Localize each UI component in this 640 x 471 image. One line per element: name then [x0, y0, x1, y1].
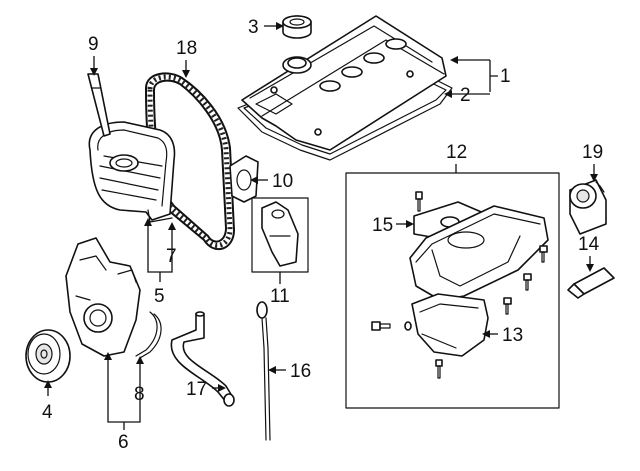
tensioner-box: [251, 197, 309, 273]
bolt: [539, 245, 548, 263]
callout-1: 1: [500, 66, 511, 87]
crankshaft-pulley: [25, 329, 71, 383]
leader-lines: [44, 22, 598, 430]
callout-2: 2: [460, 85, 471, 106]
oil-pan-box: [345, 172, 560, 409]
callout-8: 8: [134, 384, 145, 405]
oil-dipstick: [256, 301, 271, 441]
bolt: [415, 191, 423, 212]
drain-plug: [371, 321, 391, 331]
callout-11: 11: [270, 286, 290, 307]
upper-timing-cover: [88, 121, 176, 223]
oil-filter: [569, 179, 607, 235]
callout-9: 9: [88, 34, 99, 55]
callout-14: 14: [578, 234, 600, 255]
callout-15: 15: [372, 215, 393, 236]
bolt: [503, 297, 512, 315]
callout-10: 10: [272, 171, 293, 192]
bolt: [523, 273, 532, 291]
callout-17: 17: [186, 379, 207, 400]
callout-13: 13: [502, 325, 523, 346]
oil-filler-cap: [282, 15, 312, 39]
callout-16: 16: [290, 361, 311, 382]
callout-19: 19: [582, 142, 603, 163]
callout-12: 12: [446, 142, 467, 163]
callout-4: 4: [42, 402, 53, 423]
washer: [404, 321, 412, 331]
valve-cover: [241, 15, 447, 151]
seal-strip: [135, 311, 162, 359]
callout-labels: 1 2 3 4 5 6 7 8 9 10 11 12 13 14 15 16 1…: [42, 17, 603, 453]
dipstick-tube: [170, 311, 235, 407]
sealant-tube: [567, 267, 615, 299]
callout-18: 18: [176, 38, 197, 59]
callout-3: 3: [248, 17, 259, 38]
bolt: [435, 359, 443, 379]
callout-5: 5: [154, 286, 165, 307]
callout-7: 7: [166, 246, 177, 267]
callout-6: 6: [118, 432, 129, 453]
lower-timing-cover: [65, 237, 141, 357]
